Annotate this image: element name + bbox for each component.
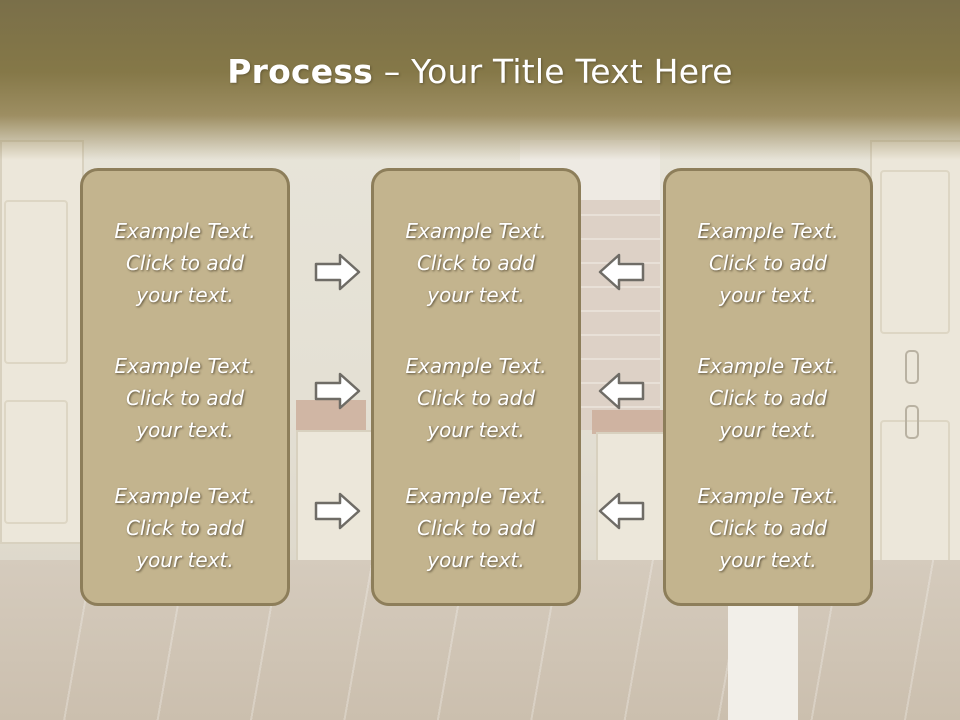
right-arrow-icon [314,492,361,530]
box-text[interactable]: Example Text. Click to add your text. [114,219,256,307]
title-band: Process – Your Title Text Here [0,0,960,160]
title-rest-part: – Your Title Text Here [373,52,733,91]
box-text[interactable]: Example Text. Click to add your text. [405,219,547,307]
title-bold-part: Process [227,52,374,91]
left-arrow-icon [598,372,645,410]
box-text[interactable]: Example Text. Click to add your text. [405,354,547,442]
box-text[interactable]: Example Text. Click to add your text. [697,219,839,307]
box-text[interactable]: Example Text. Click to add your text. [697,484,839,572]
left-arrow-icon [598,492,645,530]
process-box-left[interactable]: Example Text. Click to add your text. Ex… [80,168,290,606]
box-text[interactable]: Example Text. Click to add your text. [697,354,839,442]
slide-title[interactable]: Process – Your Title Text Here [0,52,960,91]
process-box-right[interactable]: Example Text. Click to add your text. Ex… [663,168,873,606]
box-text[interactable]: Example Text. Click to add your text. [114,484,256,572]
box-text[interactable]: Example Text. Click to add your text. [405,484,547,572]
left-arrow-icon [598,253,645,291]
right-arrow-icon [314,253,361,291]
right-arrow-icon [314,372,361,410]
process-box-center[interactable]: Example Text. Click to add your text. Ex… [371,168,581,606]
box-text[interactable]: Example Text. Click to add your text. [114,354,256,442]
